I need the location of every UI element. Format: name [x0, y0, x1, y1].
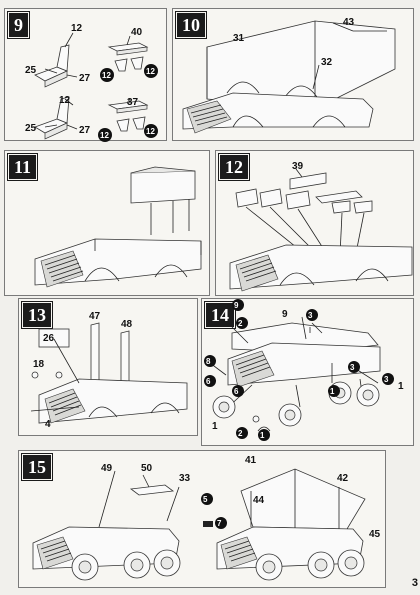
- part-label: 42: [337, 473, 349, 484]
- svg-text:6: 6: [206, 377, 211, 386]
- circled-part-badge: 12: [144, 64, 158, 78]
- svg-text:1: 1: [330, 387, 335, 396]
- step-12-panel: 12 39: [215, 150, 414, 296]
- step-10-panel: 10 31 43 32: [172, 8, 414, 141]
- svg-text:7: 7: [217, 519, 222, 528]
- part-label: 27: [79, 73, 91, 84]
- part-label: 12: [59, 95, 71, 106]
- step-9-number: 9: [7, 11, 30, 39]
- step-13-panel: 13 26 47 48 18 4: [18, 298, 198, 436]
- part-label: 44: [253, 495, 265, 506]
- step-10-number: 10: [175, 11, 207, 39]
- svg-text:2: 2: [238, 319, 243, 328]
- step-11-number: 11: [6, 153, 39, 181]
- svg-text:9: 9: [234, 301, 239, 310]
- circled-part-badge: 8: [204, 355, 216, 367]
- step-13-number: 13: [21, 301, 53, 329]
- svg-text:5: 5: [203, 495, 208, 504]
- svg-text:2: 2: [238, 429, 243, 438]
- step-15-number: 15: [21, 453, 53, 481]
- step-15-diagram: 41 49 50 33 42 44 45 5 7: [32, 455, 381, 581]
- step-11-panel: 11: [4, 150, 210, 296]
- step-12-diagram: 39: [229, 161, 413, 292]
- part-label: 47: [89, 311, 101, 322]
- step-11-diagram: [34, 166, 202, 288]
- circled-part-badge: 12: [98, 128, 112, 142]
- circled-part-badge: 1: [328, 385, 340, 397]
- circled-part-badge: 3: [382, 373, 394, 385]
- svg-text:3: 3: [308, 311, 313, 320]
- part-label: 26: [43, 333, 55, 344]
- step-13-diagram: 26 47 48 18 4: [30, 311, 188, 430]
- svg-text:12: 12: [146, 67, 155, 76]
- part-label: 25: [25, 123, 37, 134]
- part-label: 1: [212, 421, 218, 432]
- part-label: 41: [245, 455, 257, 466]
- circled-part-badge: 7: [215, 517, 227, 529]
- circled-part-badge: 12: [144, 124, 158, 138]
- svg-text:3: 3: [384, 375, 389, 384]
- step-15-panel: 15 41 49 50 33 42 44 45 5 7: [18, 450, 386, 588]
- step-10-diagram: 31 43 32: [182, 17, 396, 134]
- step-9-panel: 9 12 40 25 27 1: [4, 8, 167, 142]
- circled-part-badge: 1: [258, 429, 270, 441]
- part-label: 1: [398, 381, 404, 392]
- part-label: 31: [233, 33, 245, 44]
- svg-text:3: 3: [350, 363, 355, 372]
- part-label: 49: [101, 463, 113, 474]
- part-label: 48: [121, 319, 133, 330]
- part-label: 40: [131, 27, 143, 38]
- part-label: 32: [321, 57, 333, 68]
- part-label: 39: [292, 161, 304, 172]
- circled-part-badge: 9: [232, 299, 244, 311]
- svg-text:6: 6: [234, 387, 239, 396]
- step-12-number: 12: [218, 153, 250, 181]
- step-14-diagram: 9 1 1 9 2 3 8 3 6 6 1 3 2 1: [204, 299, 404, 441]
- circled-part-badge: 2: [236, 427, 248, 439]
- circled-part-badge: 3: [348, 361, 360, 373]
- step-14-panel: 14 9 1 1 9 2 3 8 3 6 6 1 3 2 1: [201, 298, 414, 446]
- part-label: 27: [79, 125, 91, 136]
- part-label: 4: [45, 419, 51, 430]
- svg-text:12: 12: [146, 127, 155, 136]
- circled-part-badge: 12: [100, 68, 114, 82]
- step-14-number: 14: [204, 301, 236, 329]
- part-label: 33: [179, 473, 191, 484]
- circled-part-badge: 6: [204, 375, 216, 387]
- circled-part-badge: 6: [232, 385, 244, 397]
- part-label: 37: [127, 97, 139, 108]
- circled-part-badge: 5: [201, 493, 213, 505]
- part-label: 12: [71, 23, 83, 34]
- part-label: 18: [33, 359, 45, 370]
- part-label: 25: [25, 65, 37, 76]
- page-number: 3: [411, 577, 418, 589]
- part-label: 9: [282, 309, 288, 320]
- part-label: 45: [369, 529, 381, 540]
- part-label: 50: [141, 463, 153, 474]
- svg-text:12: 12: [102, 71, 111, 80]
- svg-text:12: 12: [100, 131, 109, 140]
- circled-part-badge: 2: [236, 317, 248, 329]
- svg-text:1: 1: [260, 431, 265, 440]
- svg-text:8: 8: [206, 357, 211, 366]
- step-9-diagram: 12 40 25 27 12 37 25 27 12 12 12 12: [25, 23, 158, 142]
- circled-part-badge: 3: [306, 309, 318, 321]
- seat-part: [34, 44, 70, 88]
- part-label: 43: [343, 17, 355, 28]
